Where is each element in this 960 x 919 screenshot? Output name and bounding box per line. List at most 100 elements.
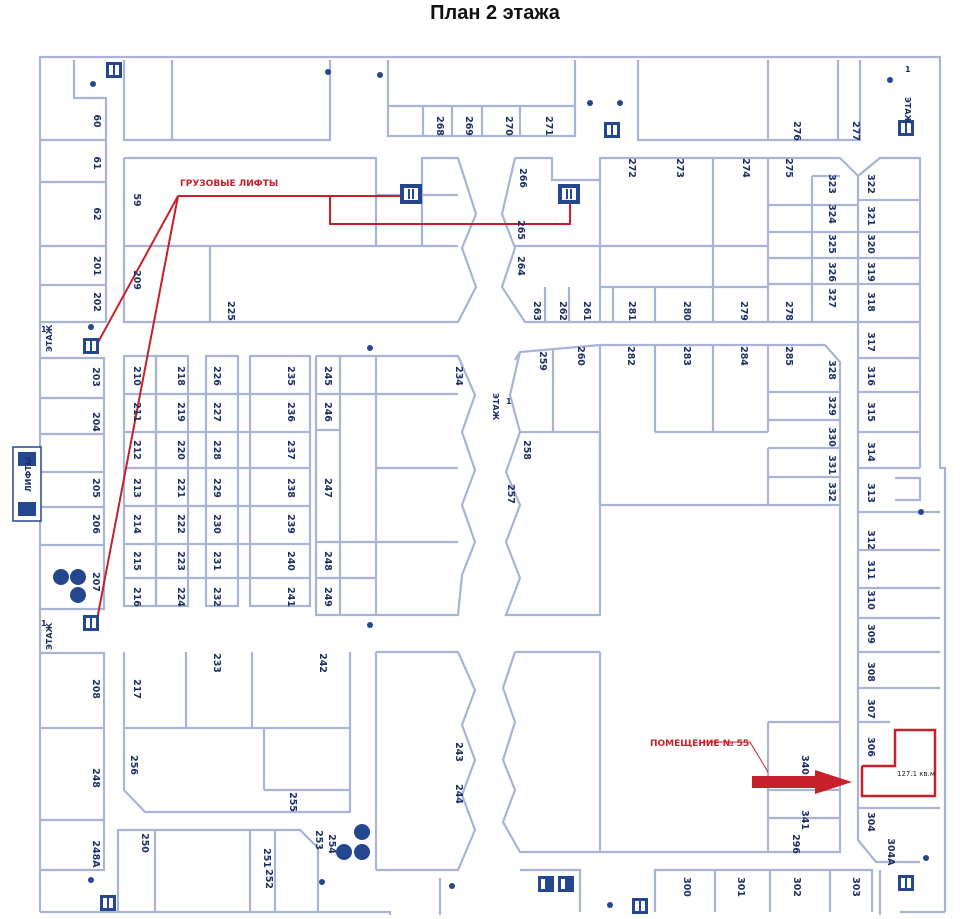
unit-number: 235 [285, 366, 296, 386]
unit-number: 245 [322, 366, 333, 386]
unit-number: 211 [131, 402, 142, 422]
unit-number: 341 [799, 810, 810, 830]
freight-lift-icon [400, 184, 422, 204]
unit-number: 278 [783, 301, 794, 321]
unit-number: 215 [131, 551, 142, 571]
unit-number: 248 [90, 768, 101, 788]
unit-number: 281 [626, 301, 637, 321]
unit-number: 264 [515, 256, 526, 276]
floor-marker-left-bottom: 1 ЭТАЖ [41, 619, 54, 650]
unit-number: 262 [557, 301, 568, 321]
premises-label: ПОМЕЩЕНИЕ № 55 [650, 739, 749, 749]
passenger-elevators [12, 446, 42, 522]
unit-number: 328 [826, 360, 837, 380]
unit-number: 325 [826, 234, 837, 254]
floor-marker-left-top: 1 ЭТАЖ [41, 324, 54, 352]
unit-number: 331 [826, 455, 837, 475]
unit-number: 214 [131, 514, 142, 534]
freight-lift-icon [558, 184, 580, 204]
unit-number: 283 [681, 346, 692, 366]
unit-number: 224 [175, 587, 186, 607]
unit-number: 313 [865, 483, 876, 503]
unit-number: 260 [575, 346, 586, 366]
unit-number: 227 [211, 402, 222, 422]
unit-number: 259 [537, 351, 548, 371]
floor-marker-center: 1 ЭТАЖ [491, 393, 512, 421]
unit-number: 332 [826, 482, 837, 502]
unit-number: 316 [865, 366, 876, 386]
svg-text:ЭТАЖ: ЭТАЖ [903, 97, 912, 125]
unit-number: 210 [131, 366, 142, 386]
unit-number: 321 [865, 206, 876, 226]
unit-number: 250 [139, 833, 150, 853]
unit-number: 276 [791, 121, 802, 141]
unit-number: 241 [285, 587, 296, 607]
svg-text:ЭТАЖ: ЭТАЖ [45, 324, 54, 352]
unit-number: 326 [826, 262, 837, 282]
unit-number: 246 [322, 402, 333, 422]
unit-number: 239 [285, 514, 296, 534]
unit-number: 272 [626, 158, 637, 178]
unit-number: 304 [865, 812, 876, 832]
unit-number: 329 [826, 396, 837, 416]
unit-number: 222 [175, 514, 186, 534]
svg-text:ЭТАЖ: ЭТАЖ [45, 622, 54, 650]
unit-number: 324 [826, 204, 837, 224]
unit-number: 314 [865, 442, 876, 462]
unit-number: 254 [326, 834, 337, 854]
page-title: План 2 этажа [430, 2, 560, 24]
unit-number: 308 [865, 662, 876, 682]
unit-number: 303 [850, 877, 861, 897]
unit-number: 204 [90, 412, 101, 432]
unit-number: 280 [681, 301, 692, 321]
unit-number: 256 [128, 755, 139, 775]
unit-number: 249 [322, 587, 333, 607]
unit-number: 218 [175, 366, 186, 386]
unit-number: 255 [287, 792, 298, 812]
unit-number: 306 [865, 737, 876, 757]
unit-number: 279 [738, 301, 749, 321]
unit-number: 315 [865, 402, 876, 422]
unit-number: 216 [131, 587, 142, 607]
unit-number: 318 [865, 292, 876, 312]
unit-number: 209 [131, 270, 142, 290]
freight-lift-lines [95, 195, 571, 626]
unit-number: 266 [517, 168, 528, 188]
unit-number: 252 [263, 869, 274, 889]
unit-number: 207 [90, 572, 101, 592]
service-icons [53, 569, 370, 860]
unit-number: 61 [91, 156, 102, 169]
unit-number: 296 [790, 834, 801, 854]
unit-number: 317 [865, 332, 876, 352]
unit-number: 233 [211, 653, 222, 673]
walls [38, 55, 947, 915]
premises-55-outline [860, 728, 937, 798]
unit-number: 206 [90, 514, 101, 534]
elevators-label: ЛИФТЫ [24, 457, 33, 492]
unit-number: 248 [322, 551, 333, 571]
unit-number: 285 [783, 346, 794, 366]
unit-number: 225 [225, 301, 236, 321]
unit-number: 302 [791, 877, 802, 897]
unit-number: 330 [826, 427, 837, 447]
unit-number: 274 [740, 158, 751, 178]
unit-number: 253 [313, 830, 324, 850]
unit-number: 300 [681, 877, 692, 897]
unit-number: 60 [91, 114, 102, 128]
unit-number: 282 [625, 346, 636, 366]
unit-number: 231 [211, 551, 222, 571]
unit-number: 236 [285, 402, 296, 422]
unit-number: 228 [211, 440, 222, 460]
unit-number: 307 [865, 699, 876, 719]
unit-number: 257 [505, 484, 516, 504]
unit-number: 320 [865, 234, 876, 254]
unit-number: 258 [521, 440, 532, 460]
unit-number: 277 [850, 121, 861, 141]
unit-number: 269 [463, 116, 474, 136]
unit-number: 271 [543, 116, 554, 136]
unit-number: 275 [783, 158, 794, 178]
unit-number: 311 [865, 560, 876, 580]
unit-number: 263 [531, 301, 542, 321]
unit-number: 217 [131, 679, 142, 699]
